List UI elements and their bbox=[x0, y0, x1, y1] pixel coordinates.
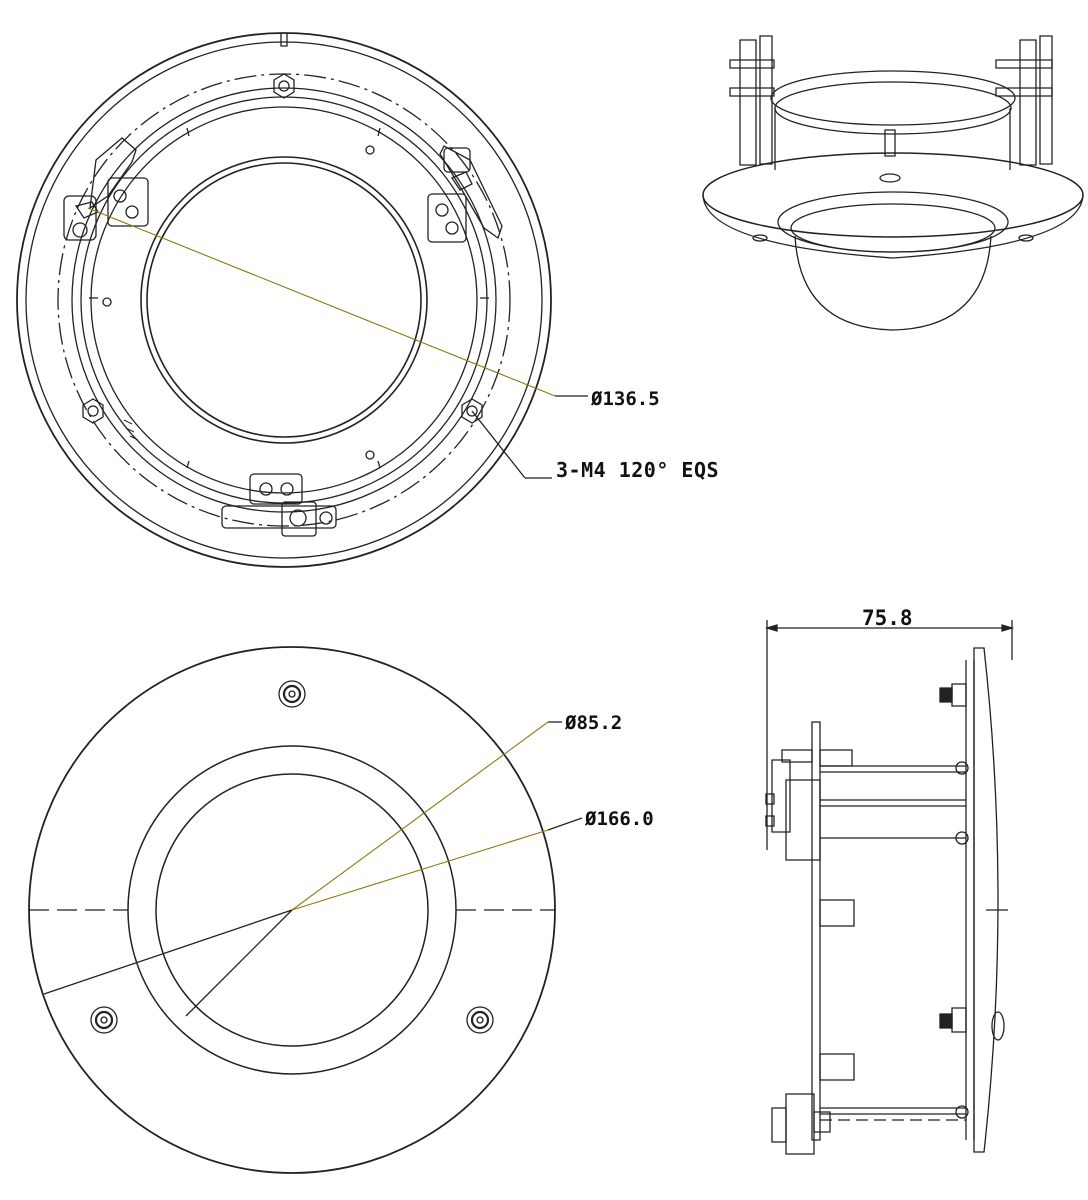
dim-label-mounting-diameter: Ø136.5 bbox=[591, 388, 660, 410]
dim-label-outer-diameter: Ø166.0 bbox=[585, 808, 654, 830]
dim-label-depth: 75.8 bbox=[862, 606, 913, 630]
leader-d166-0 bbox=[44, 818, 582, 994]
leader-3-m4 bbox=[472, 411, 552, 478]
hex-screw-top bbox=[273, 73, 295, 99]
dim-label-inner-diameter: Ø85.2 bbox=[565, 712, 623, 734]
screw-hole-top bbox=[279, 681, 305, 707]
dim-label-screw-note: 3-M4 120° EQS bbox=[556, 458, 720, 482]
isometric-view bbox=[703, 36, 1083, 330]
screw-hole-right bbox=[467, 1007, 493, 1033]
bottom-view-ring bbox=[29, 647, 555, 1173]
clamp-top-right bbox=[428, 146, 502, 242]
screw-hole-left bbox=[91, 1007, 117, 1033]
hex-screw-left bbox=[82, 398, 104, 424]
leader-d136-5 bbox=[88, 208, 588, 396]
top-view-bracket bbox=[17, 33, 551, 567]
clamp-top-left bbox=[64, 138, 148, 240]
hex-screw-right bbox=[461, 398, 483, 424]
leader-d85-2 bbox=[186, 722, 562, 1016]
side-view bbox=[766, 620, 1012, 1154]
clamp-bottom bbox=[222, 474, 336, 536]
